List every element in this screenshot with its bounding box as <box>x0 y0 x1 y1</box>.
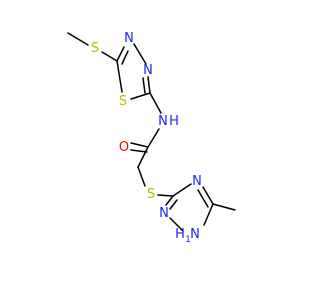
atom-n-ring-top: N <box>124 31 134 46</box>
atom-n-triazole-top: N <box>192 174 202 189</box>
bond-co-o <box>130 142 149 148</box>
bond-c2-nh <box>149 92 162 114</box>
bond-n4-c5-double <box>197 189 209 208</box>
atom-n-triazole-bottom: N <box>190 227 200 242</box>
bond-c5-n4 <box>116 46 125 62</box>
bond-n3-c2-double <box>142 77 146 94</box>
bond-n4-c5 <box>202 186 214 205</box>
atom-s-thioether: S <box>147 187 155 202</box>
bond-c5-n1 <box>203 203 214 226</box>
bond-c5-n4-double <box>121 50 129 65</box>
bond-n2-c3-double <box>169 199 178 210</box>
bond-nh-co <box>147 128 160 148</box>
bond-s-c5 <box>101 51 118 62</box>
molecule-structure-canvas: S N N S N H O S N N N H 1 <box>67 31 236 245</box>
atom-s-methylthio: S <box>91 41 99 56</box>
bond-c2-s1 <box>130 92 151 100</box>
bond-n3-c2 <box>147 76 151 94</box>
bond-n1-n2 <box>169 217 184 232</box>
atom-n-ring-right: N <box>143 63 153 78</box>
atom-s-ring: S <box>119 94 127 109</box>
bond-ch2-s <box>137 166 146 187</box>
atom-n-triazole-left: N <box>159 206 169 221</box>
molecule-structure: S N N S N H O S N N N H 1 <box>67 31 236 245</box>
bond-n4-n3 <box>133 43 147 65</box>
bond-methyl-s <box>67 32 89 46</box>
atom-o-carbonyl: O <box>119 140 129 155</box>
bond-c5-methyl <box>212 203 236 211</box>
atom-h-amide: H <box>169 114 179 129</box>
bond-s-c3 <box>157 194 174 197</box>
bond-co-o-double <box>130 149 148 153</box>
bond-s1-c5 <box>116 60 123 93</box>
atom-h-triazole-count: 1 <box>185 235 191 245</box>
bond-c3-n4 <box>172 183 192 197</box>
atom-n-amide: N <box>158 114 168 129</box>
bond-n2-c3 <box>165 195 174 206</box>
bond-co-ch2 <box>137 146 149 168</box>
atom-h-triazole: H <box>175 227 185 242</box>
